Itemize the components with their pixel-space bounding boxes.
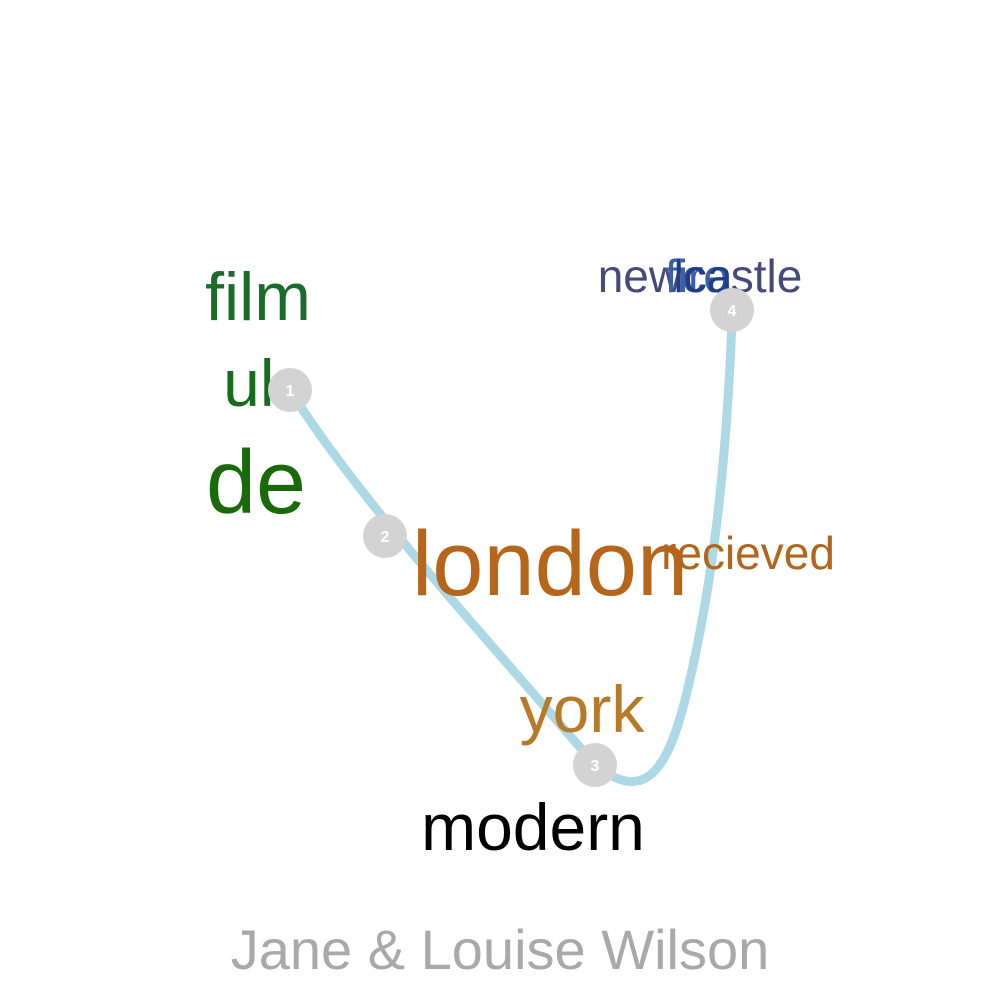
- word-de: de: [206, 433, 306, 533]
- word-recieved: recieved: [661, 527, 835, 579]
- word-newcastle: newcastle: [598, 250, 803, 302]
- step-marker-dot: [268, 368, 312, 412]
- step-marker-label: 2: [381, 529, 390, 546]
- word-cloud: filmukdelondonrecievedyorkmodernnewcastl…: [205, 250, 835, 864]
- step-marker-dot: [363, 514, 407, 558]
- step-marker-label: 3: [591, 758, 600, 775]
- step-marker-dot: [573, 743, 617, 787]
- step-marker-2: 2: [363, 514, 407, 558]
- step-marker-1: 1: [268, 368, 312, 412]
- word-london: london: [412, 513, 688, 615]
- word-modern: modern: [421, 790, 645, 864]
- step-markers: 1 2 3 4: [268, 288, 754, 787]
- word-film: film: [205, 259, 311, 335]
- step-marker-label: 4: [728, 303, 737, 320]
- word-york: york: [520, 672, 646, 746]
- caption: Jane & Louise Wilson: [230, 918, 770, 981]
- step-marker-4: 4: [710, 288, 754, 332]
- step-marker-label: 1: [286, 383, 295, 400]
- step-marker-dot: [710, 288, 754, 332]
- step-marker-3: 3: [573, 743, 617, 787]
